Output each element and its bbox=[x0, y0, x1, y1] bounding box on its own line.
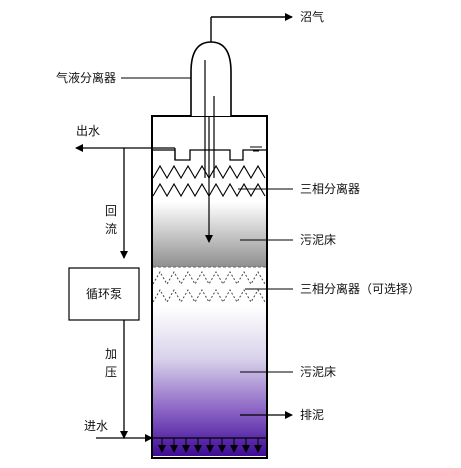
label-recirculation-1: 回 bbox=[105, 204, 117, 218]
distributor-arrows bbox=[158, 438, 262, 453]
three-phase-separator-upper-zigzag-2 bbox=[152, 182, 266, 198]
label-sludge-discharge: 排泥 bbox=[300, 408, 324, 422]
label-recirculation-2: 流 bbox=[105, 222, 117, 236]
label-biogas: 沼气 bbox=[300, 9, 324, 24]
gas-liquid-separator bbox=[190, 41, 232, 116]
label-pressurize-1: 加 bbox=[105, 347, 117, 361]
label-gas-liquid-separator: 气液分离器 bbox=[56, 70, 116, 85]
circulation-pump-label: 循环泵 bbox=[86, 287, 122, 301]
label-sludge-bed-upper: 污泥床 bbox=[300, 233, 336, 247]
three-phase-separator-optional-zigzag-1 bbox=[152, 271, 266, 285]
label-three-phase-separator: 三相分离器 bbox=[300, 181, 360, 196]
label-pressurize-2: 压 bbox=[105, 365, 117, 379]
label-inlet-water: 进水 bbox=[84, 419, 108, 433]
circulation-pump bbox=[68, 267, 140, 321]
label-three-phase-separator-optional: 三相分离器（可选择） bbox=[300, 281, 420, 296]
three-phase-separator-optional-zigzag-2 bbox=[152, 289, 266, 303]
lower-sludge-bed-fill bbox=[153, 306, 266, 456]
three-phase-separator-upper-zigzag-1 bbox=[152, 164, 266, 180]
label-outlet-water: 出水 bbox=[76, 124, 100, 138]
label-sludge-bed-lower: 污泥床 bbox=[300, 365, 336, 379]
